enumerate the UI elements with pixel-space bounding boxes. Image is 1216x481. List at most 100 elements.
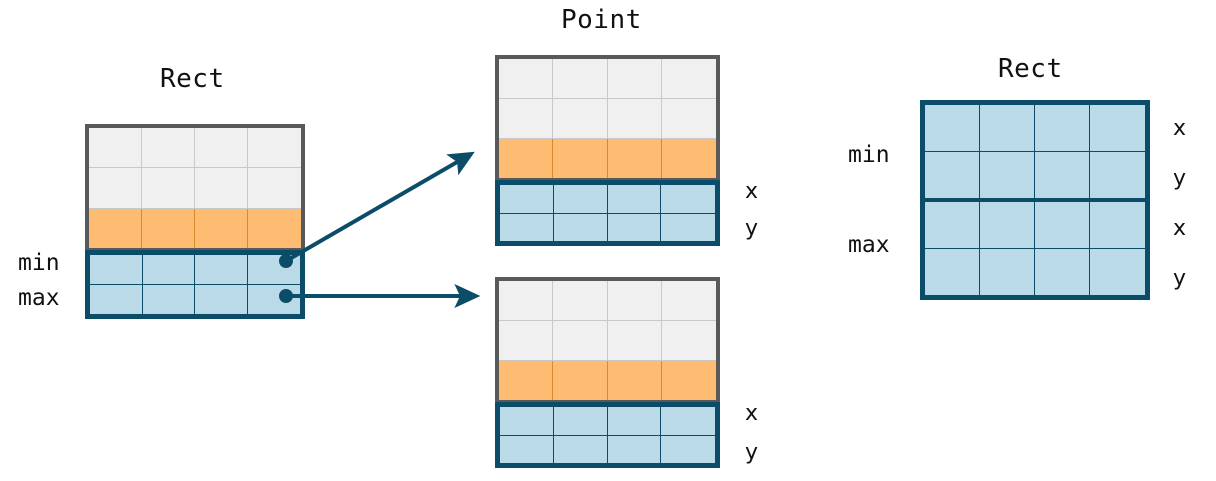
grid-cell-blue: [1035, 152, 1090, 202]
grid-cell-orange: [248, 208, 301, 248]
left-rect-label-min: min: [18, 250, 60, 276]
grid-cell-blue: [1090, 249, 1145, 295]
grid-cell: [195, 128, 248, 169]
grid-cell: [248, 128, 301, 169]
grid-cell-blue: [553, 185, 608, 214]
grid-cell: [607, 281, 662, 321]
grid-cell: [607, 59, 662, 99]
grid-cell: [661, 99, 716, 139]
grid-cell-blue: [925, 249, 980, 295]
grid-cell: [89, 168, 142, 209]
grid-cell-orange: [499, 361, 554, 400]
grid-cell-orange: [89, 208, 142, 248]
grid-cell-orange: [553, 361, 608, 400]
point-top-axis-label-y: y: [745, 216, 759, 241]
right-rect-axis-label-max-y: y: [1173, 266, 1187, 291]
left-rect-label-max: max: [18, 285, 60, 311]
grid-cell: [499, 281, 554, 321]
grid-cell-blue: [1090, 202, 1145, 249]
right-rect-axis-label-min-y: y: [1173, 166, 1187, 191]
grid-cell-blue: [1035, 202, 1090, 249]
grid-cell-blue: [607, 213, 662, 241]
grid-cell-blue: [980, 249, 1035, 295]
grid-cell-blue: [980, 152, 1035, 202]
grid-cell-blue: [925, 202, 980, 249]
grid-cell-blue: [607, 435, 662, 463]
point-top-title: Point: [561, 5, 642, 35]
grid-cell: [248, 168, 301, 209]
grid-cell-orange: [661, 139, 716, 178]
grid-cell: [499, 99, 554, 139]
grid-cell-blue: [925, 105, 980, 152]
grid-cell-blue: [247, 285, 300, 314]
grid-cell-blue: [90, 255, 143, 285]
grid-cell-blue: [142, 285, 195, 314]
grid-cell-blue: [1090, 152, 1145, 202]
grid-cell-blue: [661, 185, 715, 214]
grid-cell-blue: [1035, 249, 1090, 295]
grid-cell: [607, 321, 662, 361]
right-rect-group-label-min: min: [848, 142, 890, 168]
grid-cell-blue: [553, 407, 608, 436]
grid-cell-orange: [499, 139, 554, 178]
grid-cell: [553, 59, 608, 99]
point-bottom-gray-block: [495, 277, 720, 404]
point-bottom-axis-label-x: x: [745, 401, 759, 426]
grid-cell: [499, 321, 554, 361]
right-rect-block: [920, 100, 1150, 300]
grid-cell-blue: [1090, 105, 1145, 152]
grid-cell-orange: [553, 139, 608, 178]
grid-cell: [89, 128, 142, 169]
grid-cell: [661, 321, 716, 361]
grid-cell-orange: [607, 361, 662, 400]
connector-max-to-point-bottom: [279, 284, 481, 308]
grid-cell-blue: [661, 213, 715, 241]
grid-cell: [553, 281, 608, 321]
grid-cell-orange: [195, 208, 248, 248]
point-top-blue-block: [495, 180, 720, 246]
grid-cell: [142, 168, 195, 209]
connector-min-to-point-top: [279, 151, 475, 268]
grid-cell-blue: [500, 407, 554, 436]
left-rect-gray-block: [85, 124, 305, 252]
grid-cell-blue: [553, 435, 608, 463]
grid-cell-orange: [142, 208, 195, 248]
right-rect-title: Rect: [998, 54, 1063, 84]
grid-cell-orange: [661, 361, 716, 400]
grid-cell-blue: [661, 435, 715, 463]
grid-cell-blue: [553, 213, 608, 241]
right-rect-axis-label-min-x: x: [1173, 116, 1187, 141]
grid-cell-blue: [661, 407, 715, 436]
grid-cell: [553, 321, 608, 361]
grid-cell-blue: [500, 435, 554, 463]
grid-cell-blue: [195, 255, 248, 285]
grid-cell: [607, 99, 662, 139]
grid-cell: [142, 128, 195, 169]
grid-cell-blue: [500, 185, 554, 214]
grid-cell-blue: [142, 255, 195, 285]
grid-cell-blue: [980, 202, 1035, 249]
grid-cell-blue: [980, 105, 1035, 152]
left-rect-blue-block: [85, 250, 305, 319]
grid-cell: [661, 59, 716, 99]
grid-cell-blue: [195, 285, 248, 314]
grid-cell: [499, 59, 554, 99]
grid-cell-blue: [607, 185, 662, 214]
left-rect-title: Rect: [160, 64, 225, 94]
grid-cell: [553, 99, 608, 139]
grid-cell-blue: [1035, 105, 1090, 152]
grid-cell-blue: [247, 255, 300, 285]
grid-cell-blue: [607, 407, 662, 436]
grid-cell-blue: [925, 152, 980, 202]
point-top-axis-label-x: x: [745, 179, 759, 204]
right-rect-axis-label-max-x: x: [1173, 216, 1187, 241]
grid-cell: [195, 168, 248, 209]
grid-cell-orange: [607, 139, 662, 178]
point-bottom-axis-label-y: y: [745, 440, 759, 465]
right-rect-group-label-max: max: [848, 232, 890, 258]
grid-cell: [661, 281, 716, 321]
grid-cell-blue: [90, 285, 143, 314]
point-top-gray-block: [495, 55, 720, 182]
grid-cell-blue: [500, 213, 554, 241]
